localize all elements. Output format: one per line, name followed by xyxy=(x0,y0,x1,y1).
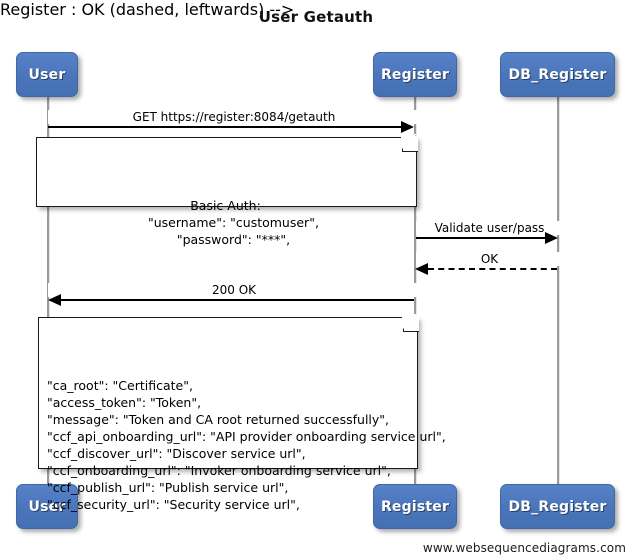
watermark-text: www.websequencediagrams.com xyxy=(422,541,626,555)
participant-user-top[interactable]: User xyxy=(16,52,78,97)
message-arrowhead-ok xyxy=(415,263,428,275)
lifeline-db-register xyxy=(557,96,559,489)
note-basic-auth-text: Basic Auth: "username": "customuser", "p… xyxy=(147,198,319,247)
note-fold-icon xyxy=(402,314,419,332)
note-fold-icon xyxy=(401,134,418,152)
message-line-ok xyxy=(428,268,557,270)
message-arrowhead-get-getauth xyxy=(401,121,414,133)
message-arrowhead-validate-user-pass xyxy=(545,232,558,244)
message-label-get-getauth: GET https://register:8084/getauth xyxy=(48,110,420,124)
message-label-ok: OK xyxy=(416,252,563,266)
participant-user-bottom[interactable]: User xyxy=(16,484,78,529)
message-line-validate-user-pass xyxy=(416,237,545,239)
note-basic-auth: Basic Auth: "username": "customuser", "p… xyxy=(36,134,418,247)
message-line-200-ok xyxy=(61,299,414,301)
note-response-body: "ca_root": "Certificate", "access_token"… xyxy=(38,314,446,512)
message-label-200-ok: 200 OK xyxy=(48,283,420,297)
message-arrowhead-200-ok xyxy=(48,294,61,306)
page-title: User Getauth xyxy=(258,8,374,26)
note-response-body-text: "ca_root": "Certificate", "access_token"… xyxy=(47,378,446,512)
message-line-get-getauth xyxy=(48,126,401,128)
message-label-validate-user-pass: Validate user/pass xyxy=(416,221,563,235)
participant-register-top[interactable]: Register xyxy=(373,52,457,97)
participant-db-register-bottom[interactable]: DB_Register xyxy=(500,484,615,529)
participant-db-register-top[interactable]: DB_Register xyxy=(500,52,615,97)
participant-register-bottom[interactable]: Register xyxy=(373,484,457,529)
